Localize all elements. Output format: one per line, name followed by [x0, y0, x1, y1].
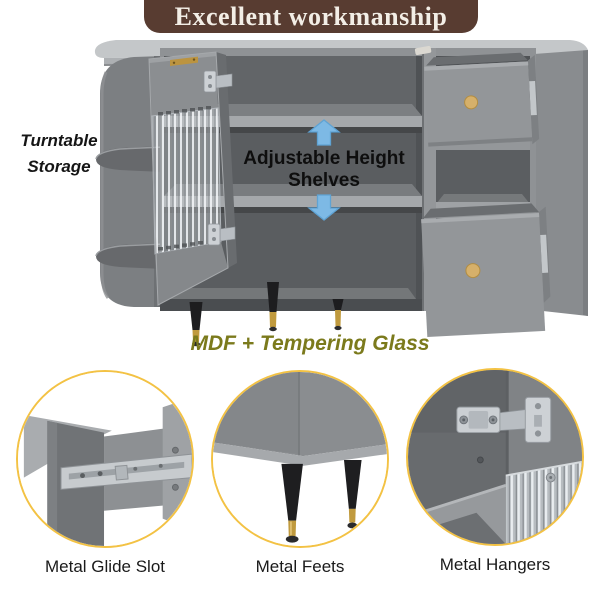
adjustable-shelves-label: Adjustable Height Shelves	[243, 148, 405, 192]
metal-feet-photo	[213, 372, 387, 546]
glass-door	[148, 51, 237, 306]
feature-caption: Metal Hangers	[439, 555, 551, 574]
slide-rail-icon	[60, 453, 192, 490]
feature-circle	[406, 368, 584, 546]
feature-circle	[16, 370, 194, 548]
gold-hinge-plate	[170, 56, 198, 66]
callout-material: MDF + Tempering Glass	[190, 332, 430, 355]
banner: Excellent workmanship	[144, 0, 478, 33]
feature-caption: Metal Glide Slot	[45, 557, 165, 576]
up-arrow-icon	[307, 119, 341, 146]
feature-metal-glide-slot: Metal Glide Slot	[16, 370, 194, 577]
down-arrow-icon	[307, 194, 341, 221]
bottom-drawer	[421, 203, 551, 338]
feature-circle	[211, 370, 389, 548]
drawer-knob	[465, 263, 481, 279]
cabinet-photo	[94, 40, 588, 347]
feature-caption: Metal Feets	[255, 557, 345, 576]
hinge-photo	[408, 370, 582, 544]
feature-metal-hangers: Metal Hangers	[406, 368, 584, 575]
feature-metal-feet: Metal Feets	[211, 370, 389, 577]
drawer-knob	[464, 95, 479, 110]
banner-title: Excellent workmanship	[174, 1, 448, 31]
callout-adjustable-shelves: Adjustable Height Shelves	[228, 119, 420, 221]
glide-slot-photo	[18, 372, 192, 546]
hinge-icon	[456, 396, 552, 443]
leg-icon	[281, 459, 362, 543]
callout-turntable-storage: Turntable Storage	[20, 131, 98, 176]
top-drawer	[424, 52, 540, 147]
door-hinge-bottom	[207, 223, 236, 246]
door-hinge-top	[203, 70, 233, 93]
